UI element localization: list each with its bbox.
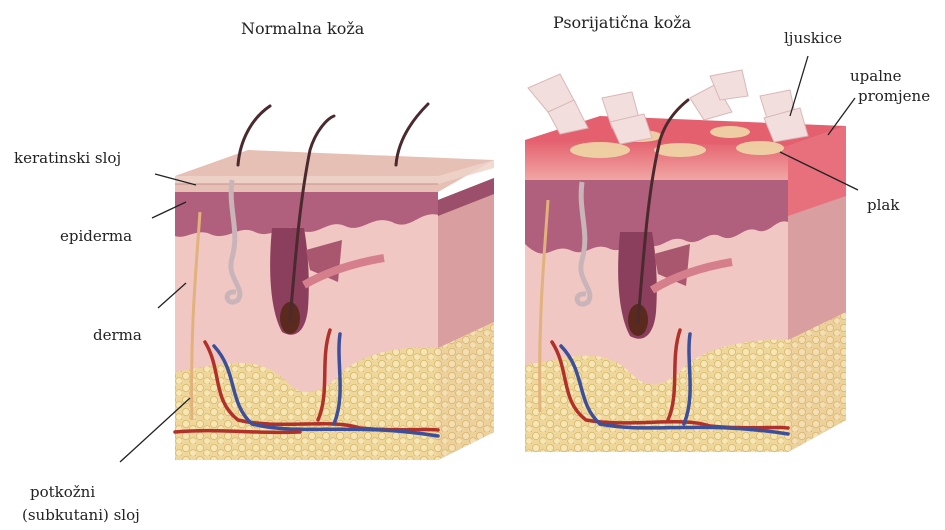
label-dermis: derma <box>93 325 142 345</box>
label-epidermis: epiderma <box>60 226 132 246</box>
label-subcutaneous-line1: potkožni <box>30 482 95 502</box>
normal-keratin-top <box>175 150 494 192</box>
normal-skin-block <box>175 104 494 460</box>
psoriatic-skin-block <box>525 70 846 452</box>
normal-side-face <box>438 178 494 460</box>
label-scales: ljuskice <box>784 28 842 48</box>
label-inflammation-line2: promjene <box>858 86 930 106</box>
title-psoriatic-skin: Psorijatična koža <box>553 13 691 33</box>
label-plaque: plak <box>867 195 899 215</box>
label-keratin-layer: keratinski sloj <box>14 148 121 168</box>
psoriatic-side-face <box>788 126 846 452</box>
title-normal-skin: Normalna koža <box>241 19 364 39</box>
label-subcutaneous-line2: (subkutani) sloj <box>22 505 140 525</box>
label-inflammation-line1: upalne <box>850 66 902 86</box>
